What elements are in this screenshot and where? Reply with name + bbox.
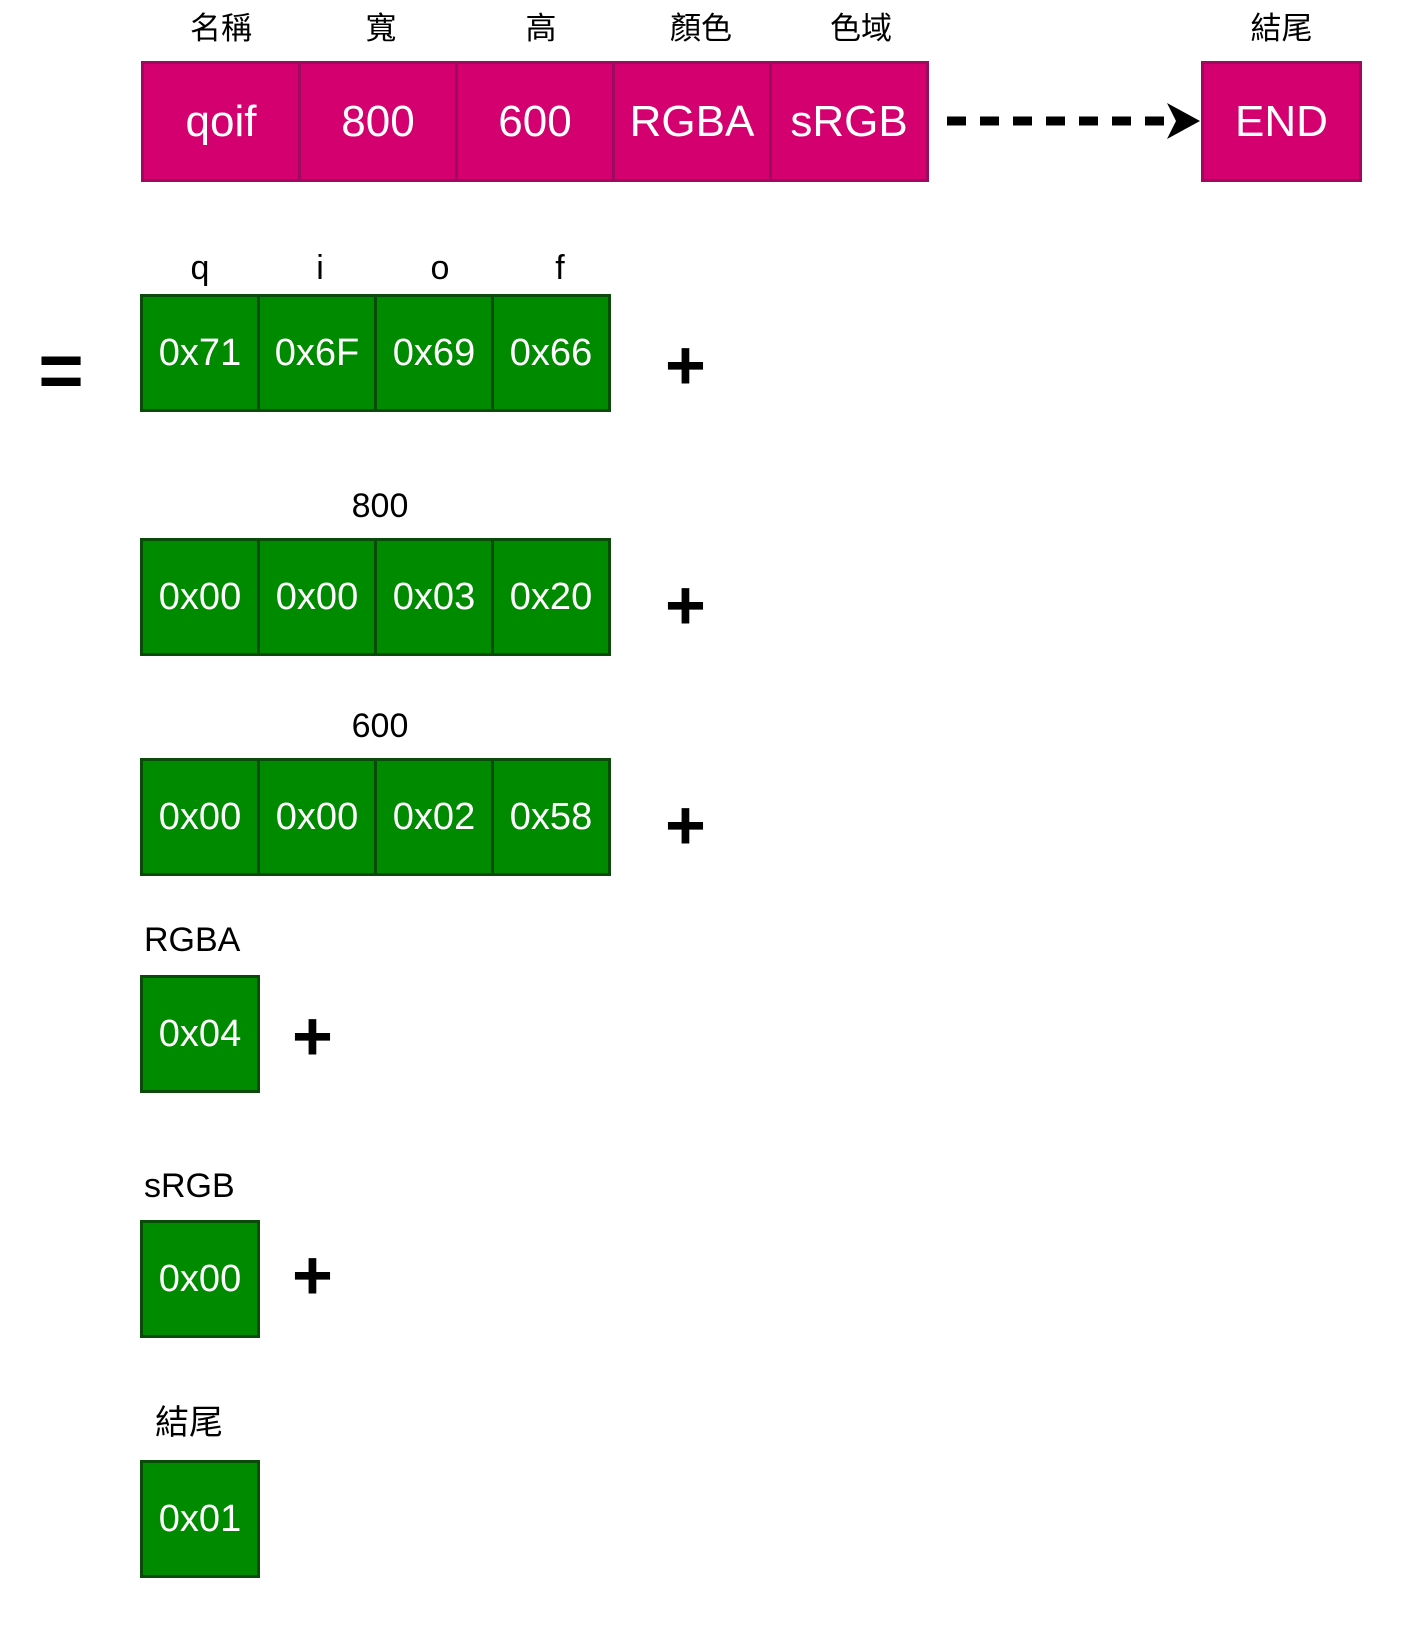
label-channels: 顏色: [670, 11, 732, 46]
colorspace-byte-row: 0x00: [140, 1220, 260, 1338]
plus-operator: +: [665, 786, 706, 864]
label-colorspace: 色域: [830, 11, 892, 46]
label-end: 結尾: [1250, 11, 1313, 46]
end-byte-row: 0x01: [140, 1460, 260, 1578]
char-label-o: o: [430, 249, 450, 287]
char-label-q: q: [190, 249, 210, 287]
channels-label: RGBA: [144, 921, 241, 959]
byte-cell: 0x01: [140, 1460, 260, 1578]
byte-cell: 0x58: [491, 758, 611, 876]
byte-cell: 0x00: [140, 1220, 260, 1338]
plus-operator: +: [665, 566, 706, 644]
label-name: 名稱: [190, 11, 252, 46]
end-marker-box: END: [1201, 61, 1362, 182]
byte-cell: 0x69: [374, 294, 494, 412]
byte-cell: 0x03: [374, 538, 494, 656]
header-cell-height: 600: [455, 61, 615, 182]
plus-operator: +: [292, 1236, 333, 1314]
char-label-f: f: [555, 249, 565, 287]
height-value-label: 600: [351, 707, 409, 745]
byte-cell: 0x00: [140, 758, 260, 876]
byte-cell: 0x04: [140, 975, 260, 1093]
byte-cell: 0x00: [257, 758, 377, 876]
width-bytes-row: 0x00 0x00 0x03 0x20: [140, 538, 611, 656]
end-byte-label: 結尾: [155, 1404, 223, 1442]
plus-operator: +: [665, 326, 706, 404]
end-arrow: [947, 103, 1200, 139]
label-width: 寬: [365, 11, 397, 46]
byte-cell: 0x02: [374, 758, 494, 876]
equals-operator: =: [38, 326, 84, 414]
arrow-head: [1167, 103, 1200, 139]
byte-cell: 0x20: [491, 538, 611, 656]
magic-char-labels: q i o f: [140, 248, 620, 288]
header-cell-magic: qoif: [141, 61, 301, 182]
header-cell-channels: RGBA: [612, 61, 772, 182]
header-field-labels: 名稱 寬 高 顏色 色域: [141, 10, 941, 48]
header-cell-colorspace: sRGB: [769, 61, 929, 182]
width-value-label: 800: [351, 487, 409, 525]
label-height: 高: [525, 11, 557, 46]
header-row: qoif 800 600 RGBA sRGB: [141, 61, 929, 182]
plus-operator: +: [292, 997, 333, 1075]
char-label-i: i: [316, 249, 324, 287]
byte-cell: 0x71: [140, 294, 260, 412]
byte-cell: 0x00: [140, 538, 260, 656]
byte-cell: 0x66: [491, 294, 611, 412]
height-bytes-row: 0x00 0x00 0x02 0x58: [140, 758, 611, 876]
byte-cell: 0x00: [257, 538, 377, 656]
magic-bytes-row: 0x71 0x6F 0x69 0x66: [140, 294, 611, 412]
byte-cell: 0x6F: [257, 294, 377, 412]
header-cell-width: 800: [298, 61, 458, 182]
channels-byte-row: 0x04: [140, 975, 260, 1093]
colorspace-label: sRGB: [144, 1167, 235, 1205]
